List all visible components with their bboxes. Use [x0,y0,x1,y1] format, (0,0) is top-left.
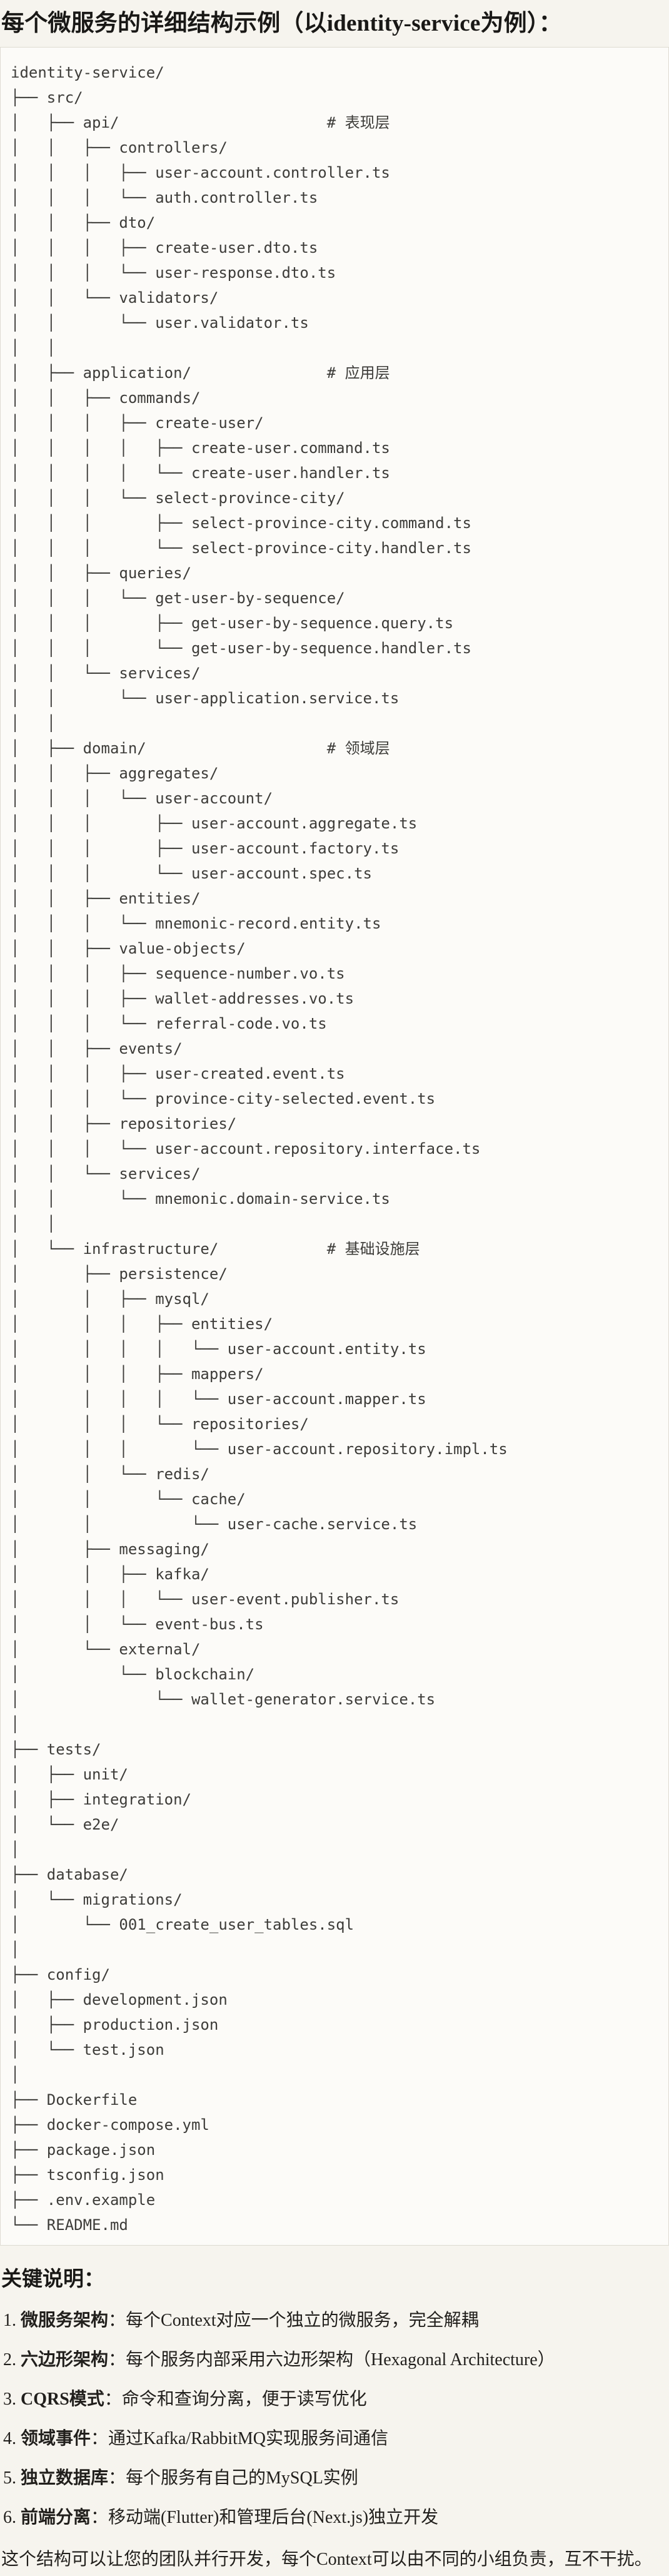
note-number: 4. [3,2429,21,2448]
note-label: 独立数据库 [21,2468,109,2488]
notes-heading: 关键说明： [1,2268,104,2291]
note-number: 5. [3,2468,21,2488]
note-item-4: 4. 领域事件：通过Kafka/RabbitMQ实现服务间通信 [3,2426,668,2451]
note-text: ：每个Context对应一个独立的微服务，完全解耦 [108,2311,479,2330]
document-page: 每个微服务的详细结构示例（以identity-service为例）： ident… [0,8,669,2576]
note-item-6: 6. 前端分离：移动端(Flutter)和管理后台(Next.js)独立开发 [3,2505,668,2530]
note-label: 微服务架构 [21,2311,109,2330]
note-label: 前端分离 [21,2508,91,2527]
note-item-2: 2. 六边形架构：每个服务内部采用六边形架构（Hexagonal Archite… [3,2348,668,2373]
note-text: ：命令和查询分离，便于读写优化 [104,2390,367,2409]
note-number: 6. [3,2508,21,2527]
note-number: 2. [3,2350,21,2370]
closing-paragraph: 这个结构可以让您的团队并行开发，每个Context可以由不同的小组负责，互不干扰… [1,2550,652,2569]
note-label: CQRS模式 [21,2390,104,2409]
note-label: 六边形架构 [21,2350,109,2370]
note-item-5: 5. 独立数据库：每个服务有自己的MySQL实例 [3,2466,668,2491]
note-label: 领域事件 [21,2429,91,2448]
note-text: ：每个服务内部采用六边形架构（Hexagonal Architecture） [108,2350,555,2370]
note-text: ：每个服务有自己的MySQL实例 [108,2468,358,2488]
note-number: 1. [3,2311,21,2330]
directory-tree-code-block: identity-service/ ├── src/ │ ├── api/ # … [0,47,669,2246]
note-text: ：通过Kafka/RabbitMQ实现服务间通信 [91,2429,388,2448]
note-text: ：移动端(Flutter)和管理后台(Next.js)独立开发 [91,2508,439,2527]
note-item-3: 3. CQRS模式：命令和查询分离，便于读写优化 [3,2387,668,2412]
page-title: 每个微服务的详细结构示例（以identity-service为例）： [1,11,562,36]
note-number: 3. [3,2390,21,2409]
notes-list: 1. 微服务架构：每个Context对应一个独立的微服务，完全解耦 2. 六边形… [0,2308,669,2530]
note-item-1: 1. 微服务架构：每个Context对应一个独立的微服务，完全解耦 [3,2308,668,2333]
